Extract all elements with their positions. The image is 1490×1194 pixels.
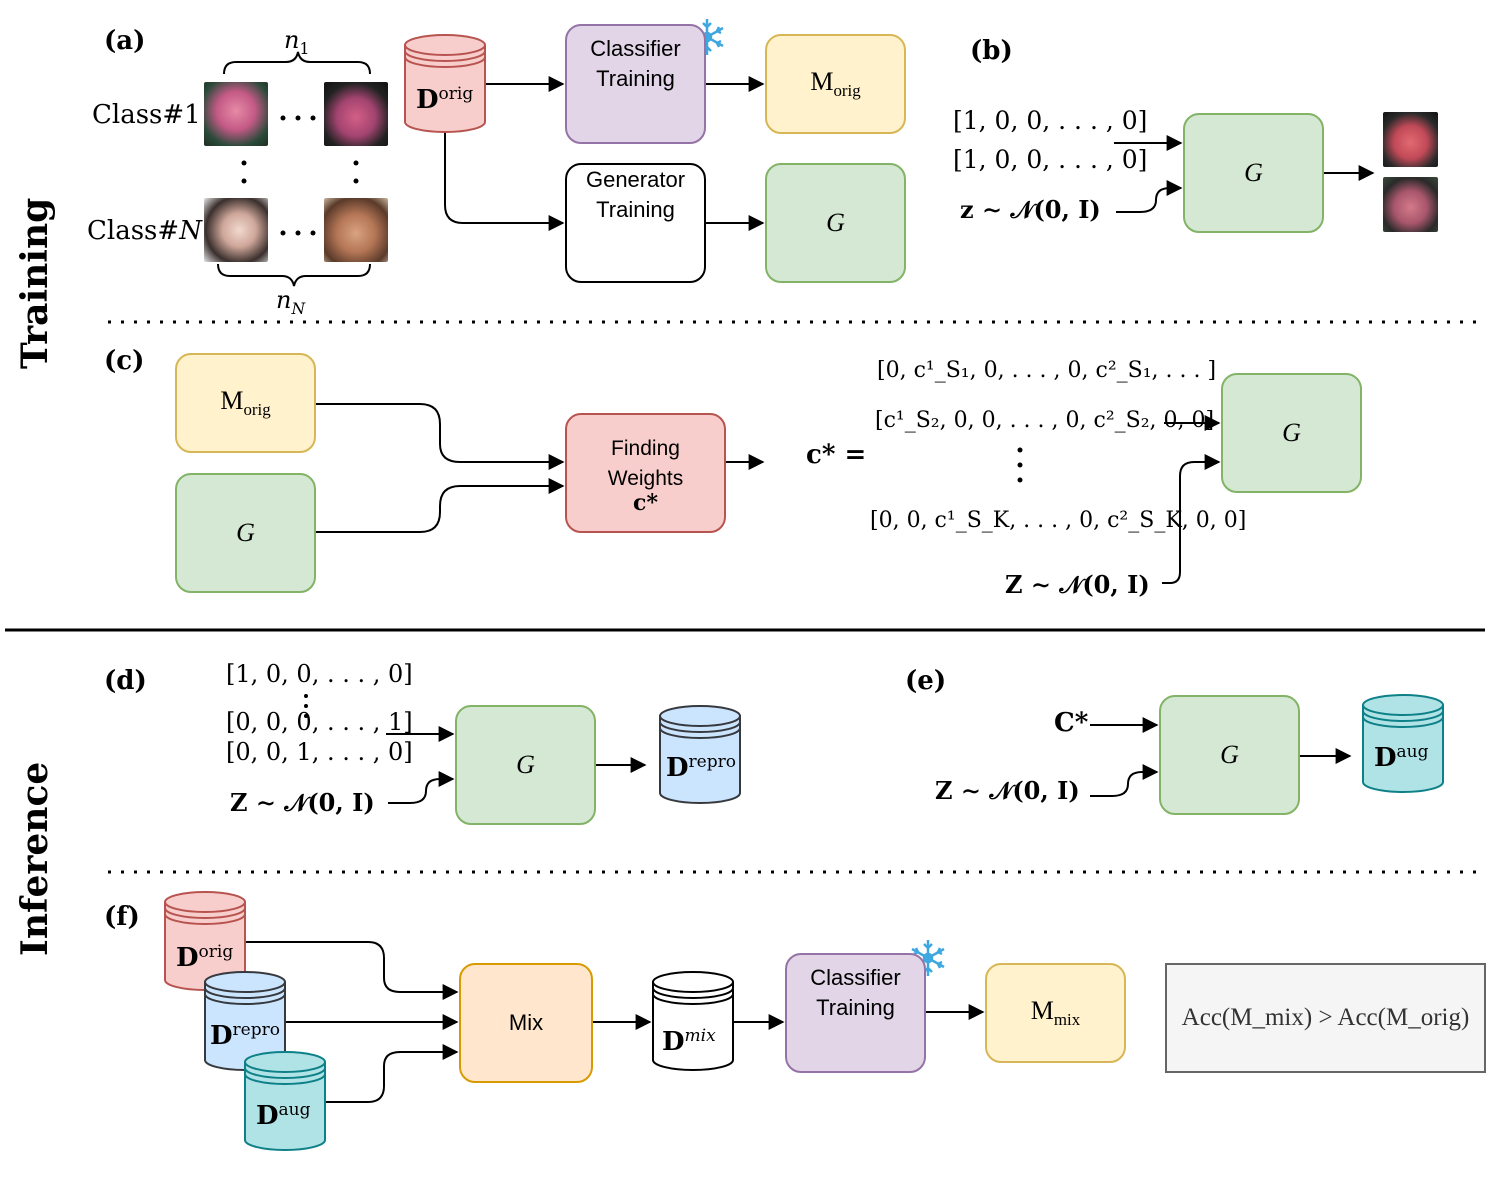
panel-label-f: (f) [104, 902, 140, 932]
model-mmix-label: Mmix [1030, 995, 1081, 1030]
class-vector-2: [1, 0, 0, . . . , 0] [953, 145, 1148, 174]
class-vector-1: [1, 0, 0, . . . , 0] [953, 106, 1148, 135]
finding-weights-var: c* [633, 490, 658, 516]
section-label-inference: Inference [14, 761, 56, 956]
model-morig-label: Morig [220, 385, 271, 420]
finding-weights-line2: Weights [607, 467, 684, 490]
class-vector-d1: [1, 0, 0, . . . , 0] [226, 660, 413, 688]
panel-label-b: (b) [970, 36, 1013, 66]
generator-training-box[interactable]: Generator Training [565, 163, 706, 283]
face-thumbnail [324, 82, 388, 146]
generator-g-box-c-right[interactable]: G [1221, 373, 1362, 493]
database-icon-drepro-d [659, 705, 741, 804]
class-vector-d3: [0, 0, 1, . . . , 0] [226, 738, 413, 766]
model-mmix-box[interactable]: Mmix [985, 963, 1126, 1063]
arrow-f-dorig [246, 941, 459, 1000]
model-morig-box-c[interactable]: Morig [175, 353, 316, 453]
arrow-f-daug [326, 1044, 459, 1103]
generator-g-box-b[interactable]: G [1183, 113, 1324, 233]
weight-row-2: [c¹_S₂, 0, 0, . . . , 0, c²_S₂, 0, 0] [875, 408, 1215, 433]
generator-g-box-d[interactable]: G [455, 705, 596, 825]
generated-face [1383, 177, 1438, 232]
face-thumbnail [324, 198, 388, 262]
dataset-drepro-label-f: Drepro [210, 1020, 280, 1051]
generator-g-label: G [1220, 740, 1239, 769]
section-label-training: Training [14, 197, 56, 369]
dataset-daug-label-e: Daug [1374, 742, 1429, 773]
brace-label-n1: n1 [284, 26, 310, 58]
generator-g-box-a[interactable]: G [765, 163, 906, 283]
brace-label-nN: nN [276, 286, 306, 318]
dataset-daug-label-f: Daug [256, 1100, 311, 1131]
generator-g-label: G [1244, 158, 1263, 187]
finding-weights-line1: Finding [611, 437, 680, 460]
arrow-dorig-generator [444, 132, 565, 231]
face-thumbnail [204, 198, 268, 262]
generator-g-label: G [516, 750, 535, 779]
classifier-training-box[interactable]: Classifier Training [565, 24, 706, 144]
noise-Z-c: Z ∼ 𝒩(0, I) [1005, 570, 1150, 599]
class-vector-d2: [0, 0, 0, . . . , 1] [226, 708, 413, 736]
arrow-c-noise [1162, 454, 1221, 584]
weight-row-1: [0, c¹_S₁, 0, . . . , 0, c²_S₁, . . . ] [877, 358, 1217, 383]
generated-face [1383, 112, 1438, 167]
classifier-training-box-f[interactable]: Classifier Training [785, 953, 926, 1073]
panel-label-a: (a) [104, 26, 146, 56]
weight-row-3: [0, 0, c¹_S_K, . . . , 0, c²_S_K, 0, 0] [870, 508, 1247, 533]
class-1-label: Class#1 [92, 100, 201, 130]
accuracy-result-box: Acc(M_mix) > Acc(M_orig) [1165, 963, 1486, 1073]
panel-label-d: (d) [104, 666, 147, 696]
face-thumbnail [204, 82, 268, 146]
generator-g-label: G [1282, 418, 1301, 447]
generator-g-label: G [826, 208, 845, 237]
classifier-label-line2: Training [596, 66, 675, 91]
database-icon-daug-e [1362, 694, 1444, 793]
model-morig-box[interactable]: Morig [765, 34, 906, 134]
brace-bottom [217, 263, 371, 287]
generator-g-box-c-left[interactable]: G [175, 473, 316, 593]
ellipsis-dots [241, 115, 1023, 718]
c-star-input: C* [1054, 708, 1089, 738]
mix-box[interactable]: Mix [459, 963, 593, 1083]
database-icon-daug-f [244, 1051, 326, 1151]
generator-g-label: G [236, 518, 255, 547]
classifier-label-line1: Classifier [590, 36, 681, 61]
model-morig-label: Morig [810, 66, 861, 101]
mix-label: Mix [508, 1010, 544, 1035]
arrow-c-morig [316, 403, 565, 470]
noise-Z-e: Z ∼ 𝒩(0, I) [935, 776, 1080, 805]
noise-Z-d: Z ∼ 𝒩(0, I) [230, 788, 375, 817]
generator-label-line2: Training [596, 197, 675, 222]
classifier-label-line1: Classifier [810, 965, 901, 990]
generator-g-box-e[interactable]: G [1159, 695, 1300, 815]
dataset-dmix-label: Dmix [662, 1026, 716, 1057]
dataset-dorig-label: Dorig [416, 84, 474, 115]
c-star-equals: c* = [806, 440, 867, 470]
database-icon-dorig-a [404, 34, 486, 133]
dataset-dorig-label-f: Dorig [176, 942, 234, 973]
accuracy-result-text: Acc(M_mix) > Acc(M_orig) [1181, 1004, 1470, 1031]
arrow-c-g [316, 478, 565, 533]
panel-label-e: (e) [905, 666, 947, 696]
noise-z: z ∼ 𝒩(0, I) [960, 195, 1101, 224]
database-icon-dmix-f [652, 971, 734, 1071]
arrow-d-noise [388, 771, 455, 804]
brace-top [223, 51, 371, 75]
class-n-label: Class#N [87, 216, 202, 246]
finding-weights-box[interactable]: Finding Weights c* [565, 413, 726, 533]
arrow-b-noise [1116, 180, 1183, 213]
dataset-drepro-label-d: Drepro [666, 752, 736, 783]
panel-label-c: (c) [104, 346, 145, 376]
classifier-label-line2: Training [816, 995, 895, 1020]
generator-label-line1: Generator [585, 167, 686, 192]
arrow-e-noise [1090, 764, 1159, 797]
